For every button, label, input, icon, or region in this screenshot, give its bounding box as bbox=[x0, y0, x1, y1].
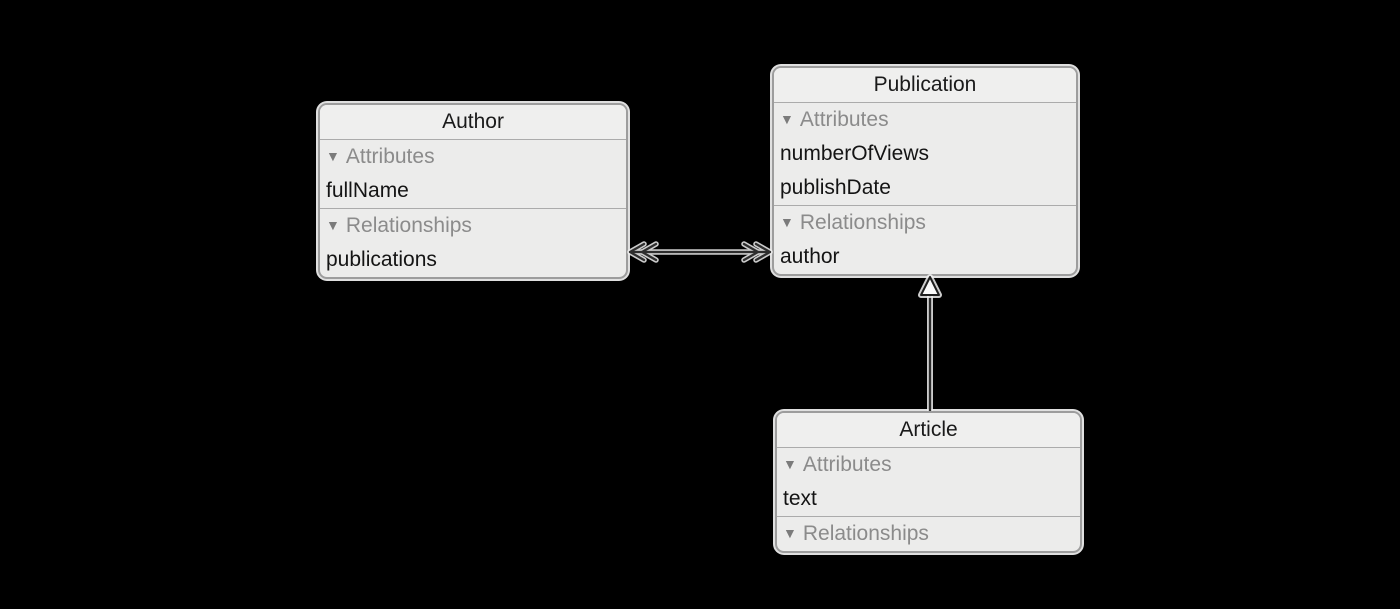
section-header-label: Relationships bbox=[345, 214, 472, 237]
disclosure-triangle-icon[interactable]: ▼ bbox=[326, 148, 340, 164]
section-header-relationships[interactable]: ▼ Relationships bbox=[774, 205, 1076, 240]
section-header-attributes[interactable]: ▼ Attributes bbox=[777, 448, 1080, 482]
attribute-row-publishdate[interactable]: publishDate bbox=[780, 176, 891, 199]
section-header-attributes[interactable]: ▼ Attributes bbox=[774, 103, 1076, 137]
section-header-relationships[interactable]: ▼ Relationships bbox=[777, 516, 1080, 551]
disclosure-triangle-icon[interactable]: ▼ bbox=[780, 214, 794, 230]
entity-title-publication[interactable]: Publication bbox=[774, 68, 1076, 103]
many-to-many-relationship-arrow[interactable] bbox=[627, 241, 773, 263]
disclosure-triangle-icon[interactable]: ▼ bbox=[326, 217, 340, 233]
relationship-row-publications[interactable]: publications bbox=[326, 248, 437, 271]
inheritance-arrow[interactable] bbox=[918, 274, 942, 411]
disclosure-triangle-icon[interactable]: ▼ bbox=[783, 456, 797, 472]
section-header-label: Attributes bbox=[802, 453, 892, 476]
section-header-relationships[interactable]: ▼ Relationships bbox=[320, 208, 626, 243]
entity-title-author[interactable]: Author bbox=[320, 105, 626, 140]
section-header-label: Attributes bbox=[345, 145, 435, 168]
attribute-row-fullname[interactable]: fullName bbox=[326, 179, 409, 202]
attribute-row-numberofviews[interactable]: numberOfViews bbox=[780, 142, 930, 165]
disclosure-triangle-icon[interactable]: ▼ bbox=[780, 111, 794, 127]
entity-article[interactable]: Article ▼ Attributes text ▼ Relationships bbox=[775, 411, 1082, 553]
entity-title-article[interactable]: Article bbox=[777, 413, 1080, 448]
section-header-label: Relationships bbox=[799, 211, 926, 234]
attribute-row-text[interactable]: text bbox=[783, 487, 817, 510]
entity-author[interactable]: Author ▼ Attributes fullName ▼ Relationshi… bbox=[318, 103, 628, 279]
section-header-attributes[interactable]: ▼ Attributes bbox=[320, 140, 626, 174]
relationship-row-author[interactable]: author bbox=[780, 245, 840, 268]
section-header-label: Relationships bbox=[802, 522, 929, 545]
section-header-label: Attributes bbox=[799, 108, 889, 131]
entity-publication[interactable]: Publication ▼ Attributes numberOfViews pu… bbox=[772, 66, 1078, 276]
disclosure-triangle-icon[interactable]: ▼ bbox=[783, 525, 797, 541]
